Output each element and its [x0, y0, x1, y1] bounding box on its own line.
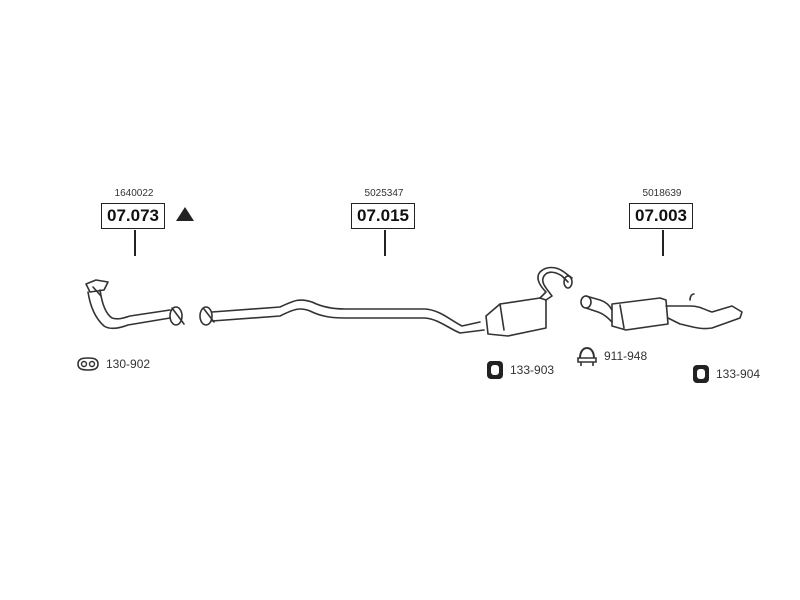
clamp-icon: [577, 346, 597, 366]
rubber-mount-icon: [487, 361, 503, 379]
accessory-clamp-911-948[interactable]: 911-948: [576, 344, 647, 368]
accessory-label: 133-904: [716, 367, 761, 381]
part-code-box-2[interactable]: 07.015: [351, 203, 415, 229]
middle-pipe-drawing[interactable]: [199, 266, 573, 337]
accessory-label: 133-903: [510, 363, 555, 377]
part-ref-1: 1640022: [114, 188, 154, 199]
rubber-mount-icon: [693, 365, 709, 383]
leader-line-2: [384, 230, 386, 256]
warning-triangle-icon: [176, 207, 194, 221]
accessory-mount-133-903[interactable]: 133-903: [486, 360, 554, 380]
gasket-icon: [77, 357, 99, 371]
part-code-box-1[interactable]: 07.073: [101, 203, 165, 229]
accessory-gasket-130-902[interactable]: 130-902: [76, 356, 150, 372]
part-ref-2: 5025347: [364, 188, 404, 199]
accessory-label: 911-948: [604, 349, 648, 363]
rear-muffler-drawing[interactable]: [580, 293, 743, 331]
front-pipe-drawing[interactable]: [85, 279, 185, 330]
leader-line-3: [662, 230, 664, 256]
leader-line-1: [134, 230, 136, 256]
part-code-box-3[interactable]: 07.003: [629, 203, 693, 229]
accessory-mount-133-904[interactable]: 133-904: [692, 364, 760, 384]
part-ref-3: 5018639: [642, 188, 682, 199]
accessory-label: 130-902: [106, 357, 151, 371]
